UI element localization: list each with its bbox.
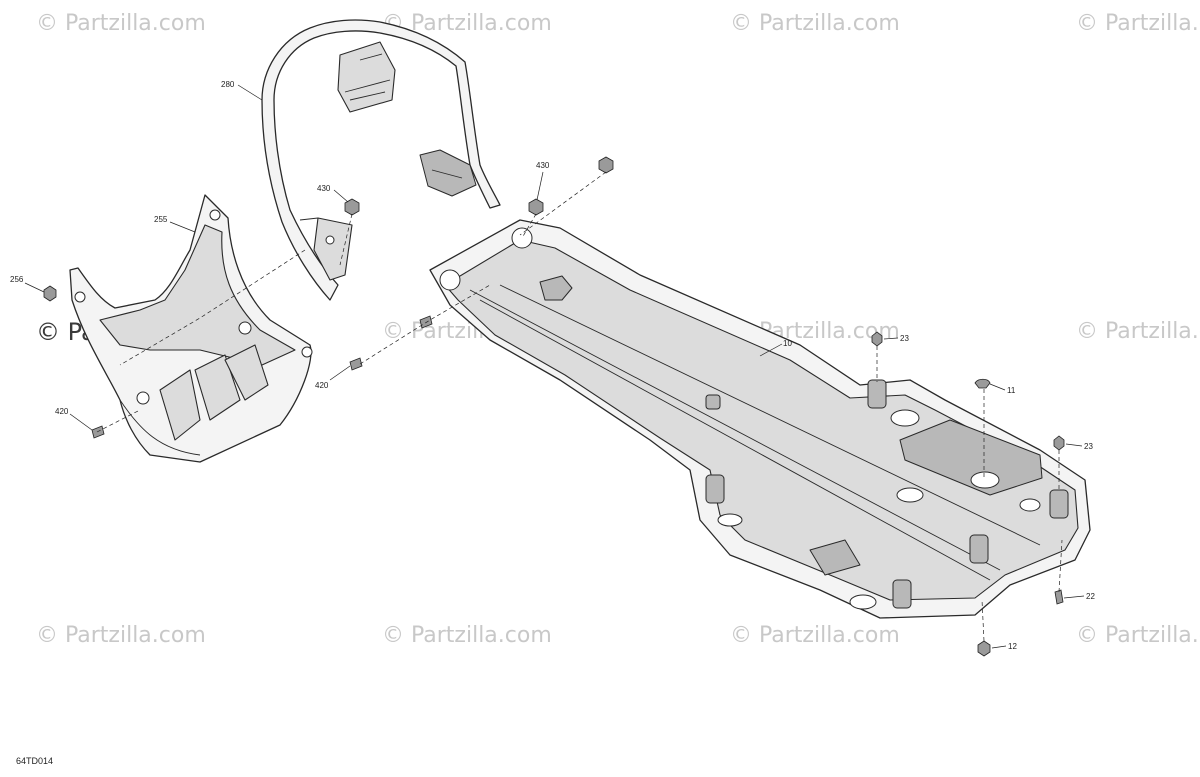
callout-256: 256: [10, 275, 24, 284]
part-255-front-skid-plate[interactable]: [69, 194, 313, 463]
watermark: © Partzilla.com: [1076, 623, 1200, 648]
callout-420: 420: [315, 381, 329, 390]
watermark: © Partzilla.com: [1076, 319, 1200, 344]
callout-12: 12: [1008, 642, 1017, 651]
callout-420: 420: [55, 407, 69, 416]
bolt-420-left[interactable]: [91, 425, 105, 439]
callout-430: 430: [536, 161, 550, 170]
part-10-skid-plate[interactable]: [429, 219, 1091, 619]
watermark: © Partzilla.com: [36, 623, 206, 648]
screw-22[interactable]: [1054, 589, 1064, 605]
assembly-lines: [96, 171, 1063, 642]
callout-10: 10: [783, 339, 792, 348]
nut-256[interactable]: [43, 285, 57, 302]
watermark: © Partzilla.com: [730, 623, 900, 648]
diagram-code: 64TD014: [16, 756, 53, 766]
callout-430: 430: [317, 184, 331, 193]
watermark: © Partzilla.com: [730, 11, 900, 36]
callout-23: 23: [900, 334, 909, 343]
push-rivet-11[interactable]: [974, 378, 991, 389]
callout-22: 22: [1086, 592, 1095, 601]
part-280-handle[interactable]: [261, 19, 501, 301]
watermark: © Partzilla.com: [382, 623, 552, 648]
fasteners: [43, 156, 1065, 657]
callout-11: 11: [1007, 386, 1016, 395]
nut-430-left[interactable]: [344, 198, 360, 216]
nut-430-far[interactable]: [598, 156, 614, 174]
callout-280: 280: [221, 80, 235, 89]
nut-23-top[interactable]: [871, 331, 883, 347]
watermark: © Partzilla.com: [1076, 11, 1200, 36]
watermark: © Partzilla.com: [36, 11, 206, 36]
callout-255: 255: [154, 215, 168, 224]
nut-23-right[interactable]: [1053, 435, 1065, 451]
leader-lines: [24, 84, 1085, 649]
callout-labels: 280 430 430 255 256 420 420 10 23 11 23 …: [10, 80, 1095, 651]
callout-23: 23: [1084, 442, 1093, 451]
bolt-420-mid[interactable]: [349, 357, 363, 371]
nut-430-right[interactable]: [528, 198, 544, 216]
nut-12[interactable]: [977, 640, 991, 657]
